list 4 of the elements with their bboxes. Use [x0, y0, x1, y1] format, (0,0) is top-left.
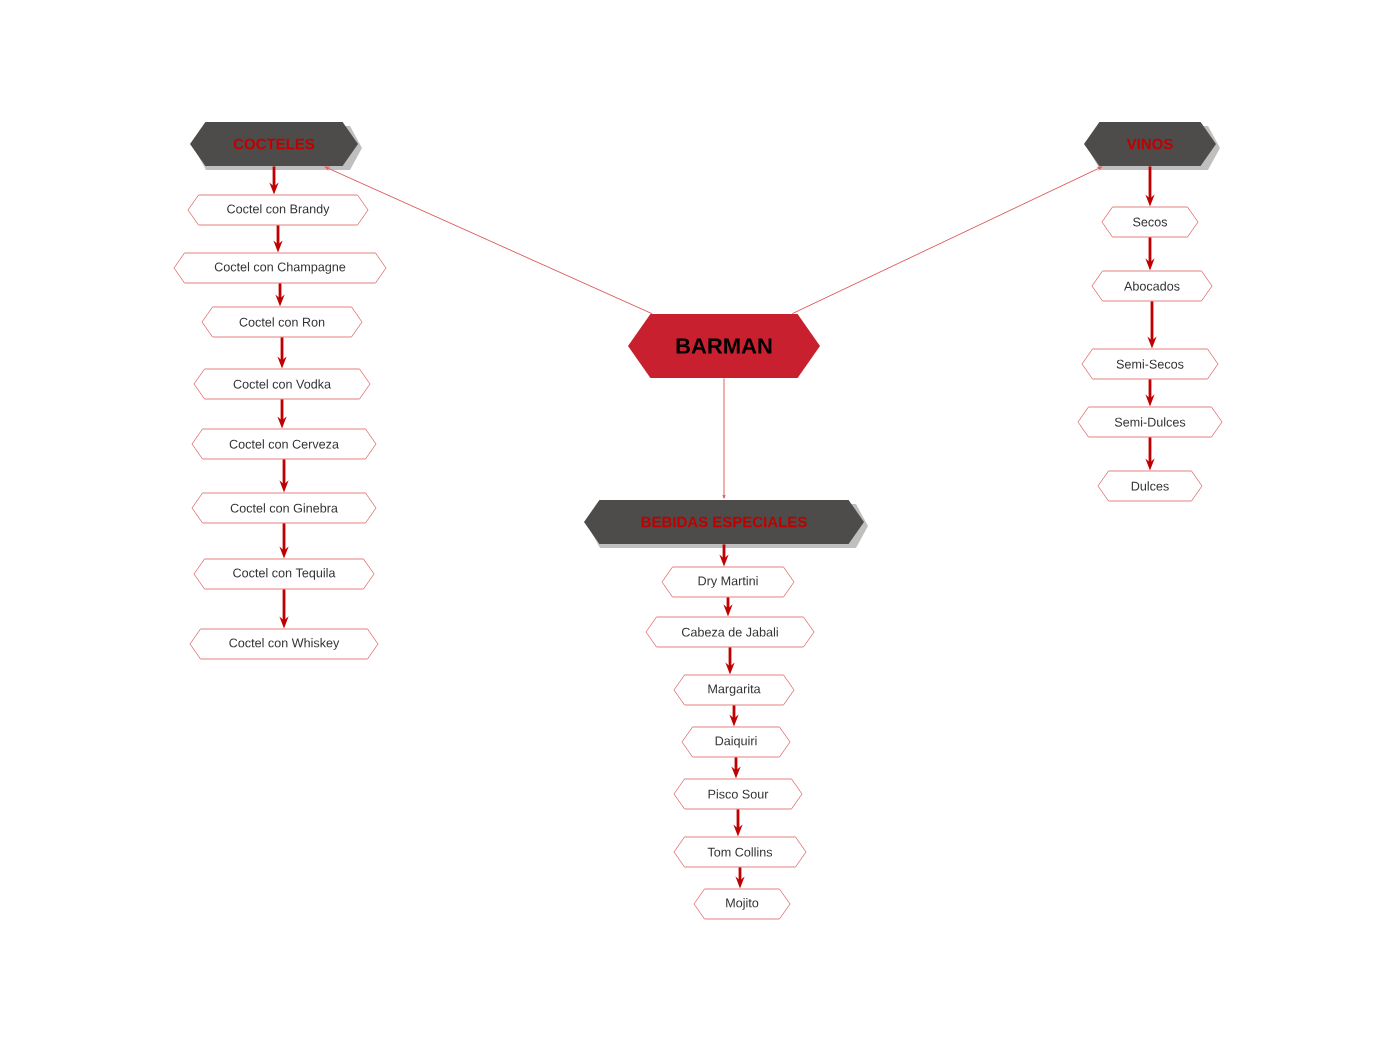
arrow — [722, 377, 726, 499]
arrow — [324, 166, 653, 315]
root-hexagon: BARMAN — [628, 314, 820, 378]
arrow — [791, 166, 1102, 315]
